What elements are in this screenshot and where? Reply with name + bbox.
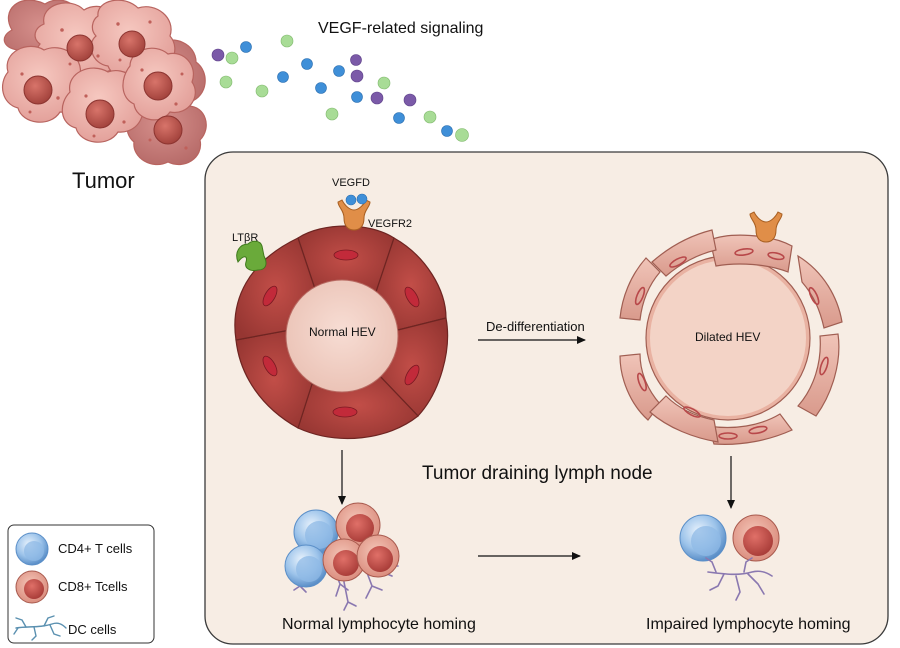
cd8-cell-impaired	[732, 514, 780, 562]
dilated-hev-label: Dilated HEV	[695, 330, 761, 344]
normal-hev	[234, 225, 449, 440]
dilated-hev-nuclei	[634, 247, 829, 440]
dc-cell-impaired	[705, 557, 773, 601]
cd8-cell-normal-1	[335, 502, 381, 548]
legend-cd8-label: CD8+ Tcells	[58, 579, 128, 594]
normal-hev-lumen	[285, 279, 399, 393]
tumor-label: Tumor	[72, 168, 135, 193]
signal-label: VEGF-related signaling	[318, 20, 484, 37]
normal-hev-nuclei	[262, 249, 420, 418]
normal-homing-label: Normal lymphocyte homing	[282, 616, 476, 633]
legend-dc-icon	[13, 615, 67, 641]
legend-cd4-icon	[15, 532, 49, 566]
tumor-nuclei	[23, 30, 183, 145]
vegfr2-label: VEGFR2	[368, 218, 413, 230]
cd4-cell-normal-2	[284, 544, 328, 588]
impaired-homing-cluster	[679, 514, 780, 601]
legend-cd8-icon	[15, 570, 49, 604]
dilated-hev-lumen	[650, 260, 806, 416]
normal-hev-label: Normal HEV	[309, 325, 376, 339]
ltbr-receptor	[236, 240, 267, 271]
transition-label: De-differentiation	[486, 319, 585, 334]
cd8-cell-normal-2	[322, 538, 366, 582]
cd8-cell-normal-3	[356, 534, 400, 578]
vegfd-ligand	[345, 193, 368, 206]
vegfd-label: VEGFD	[332, 177, 370, 189]
cd4-cell-impaired	[679, 514, 727, 562]
node-label: Tumor draining lymph node	[422, 463, 653, 484]
normal-homing-cluster	[284, 502, 400, 611]
tumor-granules	[20, 20, 188, 150]
ltbr-label: LTβR	[232, 232, 259, 244]
impaired-homing-label: Impaired lymphocyte homing	[646, 616, 851, 633]
dilated-hev-vegfr2-receptor	[749, 211, 783, 243]
legend-dc-label: DC cells	[68, 622, 117, 637]
dilated-hev	[619, 229, 843, 445]
legend-cd4-label: CD4+ T cells	[58, 541, 133, 556]
